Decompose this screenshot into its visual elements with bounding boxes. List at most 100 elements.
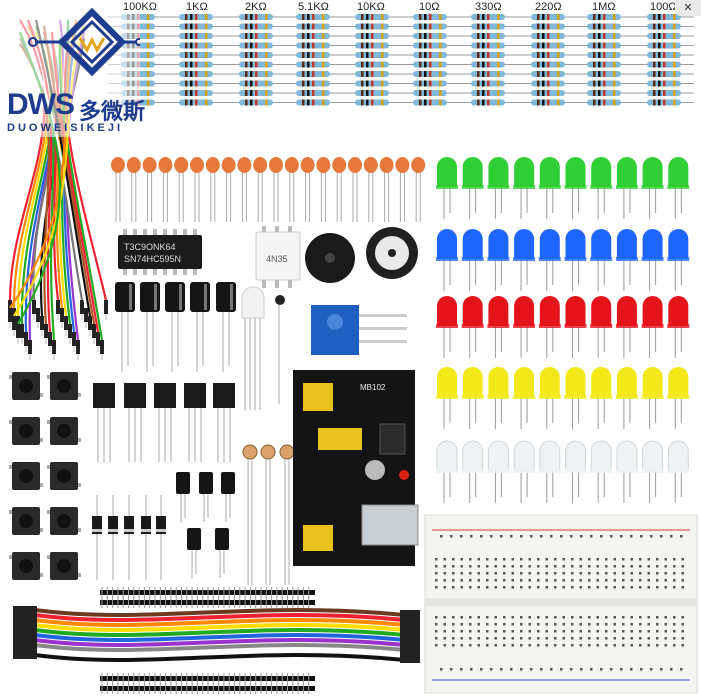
- usb-port: [361, 504, 419, 546]
- ceramic-capacitor: [332, 157, 347, 173]
- electrolytic-capacitor: [187, 528, 201, 550]
- ceramic-capacitor: [142, 157, 157, 173]
- photoresistors: [242, 444, 295, 585]
- ceramic-capacitor: [395, 157, 410, 173]
- logo-brand-text: DWS: [7, 88, 75, 121]
- resistor-label-1m: 1MΩ: [592, 1, 616, 13]
- led: [642, 229, 663, 259]
- transistor: [93, 383, 115, 408]
- resistor-label-330: 330Ω: [475, 1, 502, 13]
- led: [591, 367, 612, 397]
- led: [616, 296, 637, 326]
- resistor-label-2k: 2KΩ: [245, 1, 267, 13]
- ceramic-capacitor: [284, 157, 299, 173]
- resistor-strips: [108, 14, 694, 106]
- ic-body: [118, 235, 202, 269]
- electrolytic-capacitor: [199, 472, 213, 494]
- transistors: [93, 383, 235, 462]
- resistor-label-100: 100Ω: [650, 1, 677, 13]
- ceramic-capacitor: [379, 157, 394, 173]
- led: [565, 157, 586, 187]
- led: [437, 157, 457, 187]
- led: [539, 296, 560, 326]
- led: [667, 440, 689, 472]
- led: [590, 440, 612, 472]
- logo-mark-icon: [5, 2, 140, 137]
- led: [642, 296, 663, 326]
- led: [514, 157, 535, 187]
- ceramic-capacitor: [253, 157, 268, 173]
- led: [668, 367, 689, 397]
- led: [668, 296, 689, 326]
- ceramic-capacitors: [111, 157, 426, 222]
- led: [488, 367, 509, 397]
- led: [488, 229, 509, 259]
- ceramic-capacitor: [237, 157, 252, 173]
- led-grid: [436, 157, 690, 503]
- led: [514, 229, 535, 259]
- close-button[interactable]: ✕: [675, 0, 701, 16]
- transistor: [154, 383, 176, 408]
- led: [565, 296, 586, 326]
- logo-sub-text: DUOWEISIKEJI: [7, 122, 124, 134]
- photoresistor: [279, 444, 295, 460]
- ceramic-capacitor: [126, 157, 141, 173]
- led: [488, 296, 509, 326]
- led: [514, 367, 535, 397]
- resistor-label-10k: 10KΩ: [357, 1, 385, 13]
- jumper-header: [303, 525, 333, 551]
- diode: [156, 516, 166, 534]
- led: [488, 157, 509, 187]
- ceramic-capacitor: [111, 157, 125, 173]
- led: [514, 296, 535, 326]
- resistor-label-100k: 100KΩ: [123, 1, 157, 13]
- led: [616, 440, 638, 472]
- led: [462, 157, 483, 187]
- rgb-led: [241, 286, 265, 319]
- led: [437, 229, 457, 259]
- led: [437, 367, 457, 397]
- thermistor: [275, 295, 285, 305]
- ceramic-capacitor: [174, 157, 189, 173]
- led: [642, 157, 663, 187]
- ceramic-capacitor: [205, 157, 220, 173]
- led: [668, 229, 689, 259]
- led: [668, 157, 689, 187]
- ceramic-capacitor: [348, 157, 362, 173]
- ceramic-capacitor: [316, 157, 331, 173]
- breadboard: [424, 514, 698, 694]
- transistor: [124, 383, 146, 408]
- led: [642, 367, 663, 397]
- power-module-text: MB102: [360, 383, 386, 392]
- led: [565, 440, 586, 472]
- led: [462, 296, 483, 326]
- ceramic-capacitor: [363, 157, 378, 173]
- led: [436, 440, 458, 472]
- led: [591, 157, 612, 187]
- led: [642, 440, 664, 472]
- ceramic-capacitor: [300, 157, 315, 173]
- electrolytic-capacitor: [176, 472, 190, 494]
- led: [565, 367, 586, 397]
- ceramic-capacitor: [190, 157, 204, 173]
- led: [462, 229, 483, 259]
- optocoupler-text: 4N35: [266, 254, 288, 264]
- transistor: [213, 383, 235, 408]
- led: [539, 157, 560, 187]
- ic-code-text: T3C9ONK64: [124, 242, 176, 252]
- led: [462, 367, 483, 397]
- dupont-ribbon-cable: [13, 606, 420, 663]
- diode: [92, 516, 102, 534]
- push-buttons: [9, 372, 81, 580]
- led: [565, 229, 586, 259]
- led: [462, 440, 484, 472]
- potentiometer: [311, 305, 407, 355]
- power-supply-module: MB102: [293, 370, 419, 566]
- led: [539, 229, 560, 259]
- buzzers: [305, 227, 418, 283]
- jumper-header: [303, 383, 333, 411]
- voltage-regulator: [365, 460, 385, 480]
- led: [487, 440, 509, 472]
- rgb-led-and-thermistor: [241, 286, 285, 410]
